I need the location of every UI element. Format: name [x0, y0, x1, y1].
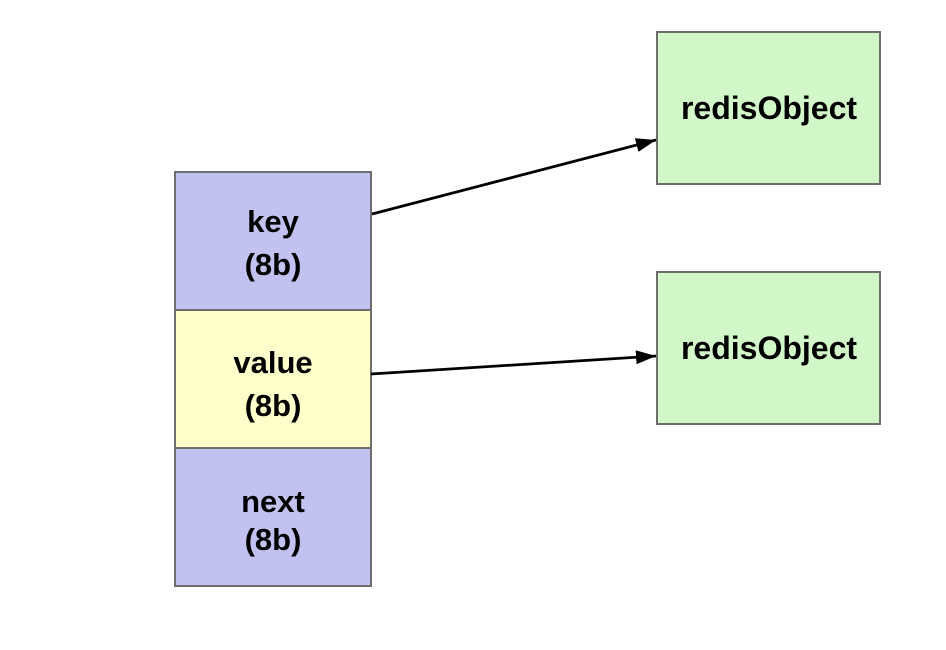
svg-text:key: key [247, 204, 299, 239]
svg-text:redisObject: redisObject [681, 330, 857, 366]
svg-text:next: next [241, 484, 305, 519]
svg-text:value: value [233, 345, 312, 380]
svg-text:redisObject: redisObject [681, 90, 857, 126]
svg-text:(8b): (8b) [245, 247, 302, 282]
svg-text:(8b): (8b) [245, 388, 302, 423]
svg-text:(8b): (8b) [245, 522, 302, 557]
